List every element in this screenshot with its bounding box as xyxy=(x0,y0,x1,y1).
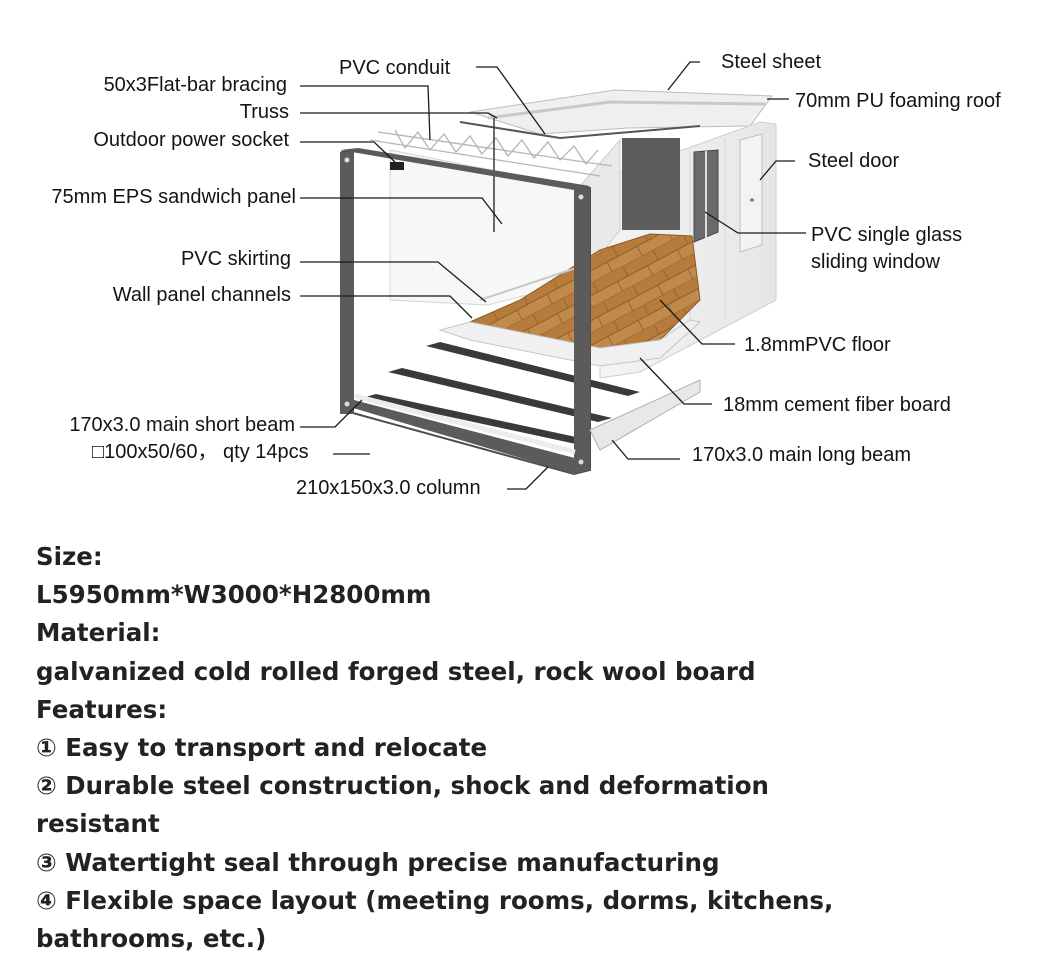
leader-lines xyxy=(300,61,806,490)
size-heading: Size: xyxy=(36,542,103,571)
feature-item: ④ Flexible space layout (meeting rooms, … xyxy=(36,885,834,915)
window-glass xyxy=(622,138,680,230)
container-illustration xyxy=(300,61,806,490)
feature-item-continued: resistant xyxy=(36,809,160,839)
label-column: 210x150x3.0 column xyxy=(296,477,481,499)
label-cement-board: 18mm cement fiber board xyxy=(723,394,951,416)
spec-block: Size: L5950mm*W3000*H2800mm Material: ga… xyxy=(36,538,1016,958)
features-heading: Features: xyxy=(36,694,168,724)
label-truss: Truss xyxy=(239,101,289,123)
outdoor-socket xyxy=(390,162,404,170)
feature-item-continued: bathrooms, etc.) xyxy=(36,924,267,954)
roof-truss xyxy=(369,129,613,177)
feature-item: ② Durable steel construction, shock and … xyxy=(36,771,769,801)
feature-item: ① Easy to transport and relocate xyxy=(36,733,488,763)
feature-item: ③ Watertight seal through precise manufa… xyxy=(36,847,720,877)
label-pvc-skirting: PVC skirting xyxy=(180,248,291,270)
material-heading: Material: xyxy=(36,618,161,648)
container-house-diagram: PVC conduit Steel sheet 50x3Flat-bar bra… xyxy=(51,51,1001,499)
front-frame xyxy=(340,148,591,476)
label-steel-door: Steel door xyxy=(808,150,900,172)
roof-sheet xyxy=(469,89,773,135)
steel-door xyxy=(739,133,763,253)
label-eps-panel: 75mm EPS sandwich panel xyxy=(51,186,296,208)
label-steel-sheet: Steel sheet xyxy=(721,51,822,73)
label-window-line2: sliding window xyxy=(811,251,940,273)
label-window-line1: PVC single glass xyxy=(811,224,963,246)
long-base-beam xyxy=(589,379,701,451)
label-flat-bar-bracing: 50x3Flat-bar bracing xyxy=(103,74,287,96)
label-short-beam: 170x3.0 main short beam xyxy=(69,414,295,436)
label-wall-channels: Wall panel channels xyxy=(112,284,291,306)
cement-board xyxy=(438,319,702,367)
material-value: galvanized cold rolled forged steel, roc… xyxy=(36,656,756,686)
label-pu-roof: 70mm PU foaming roof xyxy=(795,90,1001,112)
label-pvc-floor: 1.8mmPVC floor xyxy=(744,334,891,356)
label-power-socket: Outdoor power socket xyxy=(93,129,289,151)
size-value: L5950mm*W3000*H2800mm xyxy=(36,580,432,610)
roof-edge xyxy=(487,100,766,120)
label-long-beam: 170x3.0 main long beam xyxy=(692,444,912,466)
label-pvc-conduit: PVC conduit xyxy=(339,57,451,79)
label-qty: □100x50/60， qty 14pcs xyxy=(92,441,309,463)
